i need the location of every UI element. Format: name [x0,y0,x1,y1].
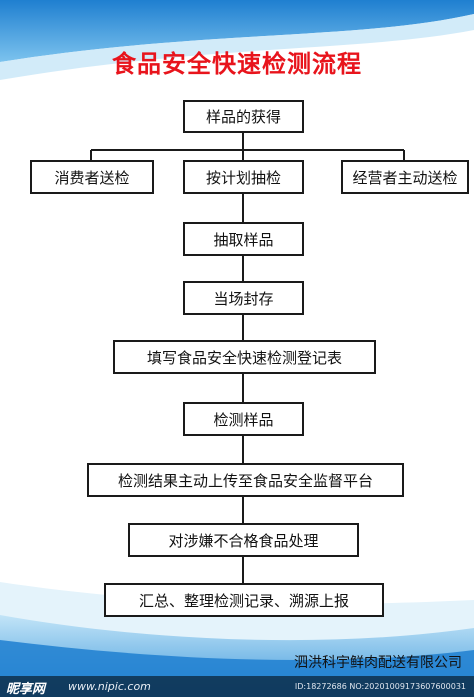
node-fill-register: 填写食品安全快速检测登记表 [113,340,376,374]
watermark-url: www.nipic.com [68,680,151,693]
node-test-samples: 检测样品 [183,402,304,436]
node-label: 经营者主动送检 [352,168,458,187]
company-name: 泗洪科宇鲜肉配送有限公司 [294,655,462,671]
node-label: 按计划抽检 [205,168,281,187]
node-seal-on-site: 当场封存 [183,281,304,315]
node-summarize-trace: 汇总、整理检测记录、溯源上报 [104,583,384,617]
node-label: 检测结果主动上传至食品安全监督平台 [117,471,373,490]
page-title: 食品安全快速检测流程 [112,50,362,78]
node-label: 检测样品 [213,410,274,429]
node-upload-results: 检测结果主动上传至食品安全监督平台 [87,463,404,497]
node-label: 汇总、整理检测记录、溯源上报 [138,591,349,610]
node-consumer-submit: 消费者送检 [30,160,154,194]
node-handle-unqualified: 对涉嫌不合格食品处理 [128,523,359,557]
node-label: 对涉嫌不合格食品处理 [168,531,319,550]
watermark-logo: 昵享网 [6,682,46,697]
watermark-id: ID:18272686 NO:20201009173607600031 [294,682,466,691]
watermark-bar [0,676,474,697]
node-label: 当场封存 [213,289,274,308]
node-label: 消费者送检 [54,168,130,187]
node-label: 抽取样品 [213,230,274,249]
node-operator-submit: 经营者主动送检 [341,160,469,194]
node-sample-acquisition: 样品的获得 [183,100,304,133]
node-take-samples: 抽取样品 [183,222,304,256]
node-label: 填写食品安全快速检测登记表 [146,348,342,367]
node-label: 样品的获得 [205,108,281,126]
node-planned-sampling: 按计划抽检 [183,160,304,194]
